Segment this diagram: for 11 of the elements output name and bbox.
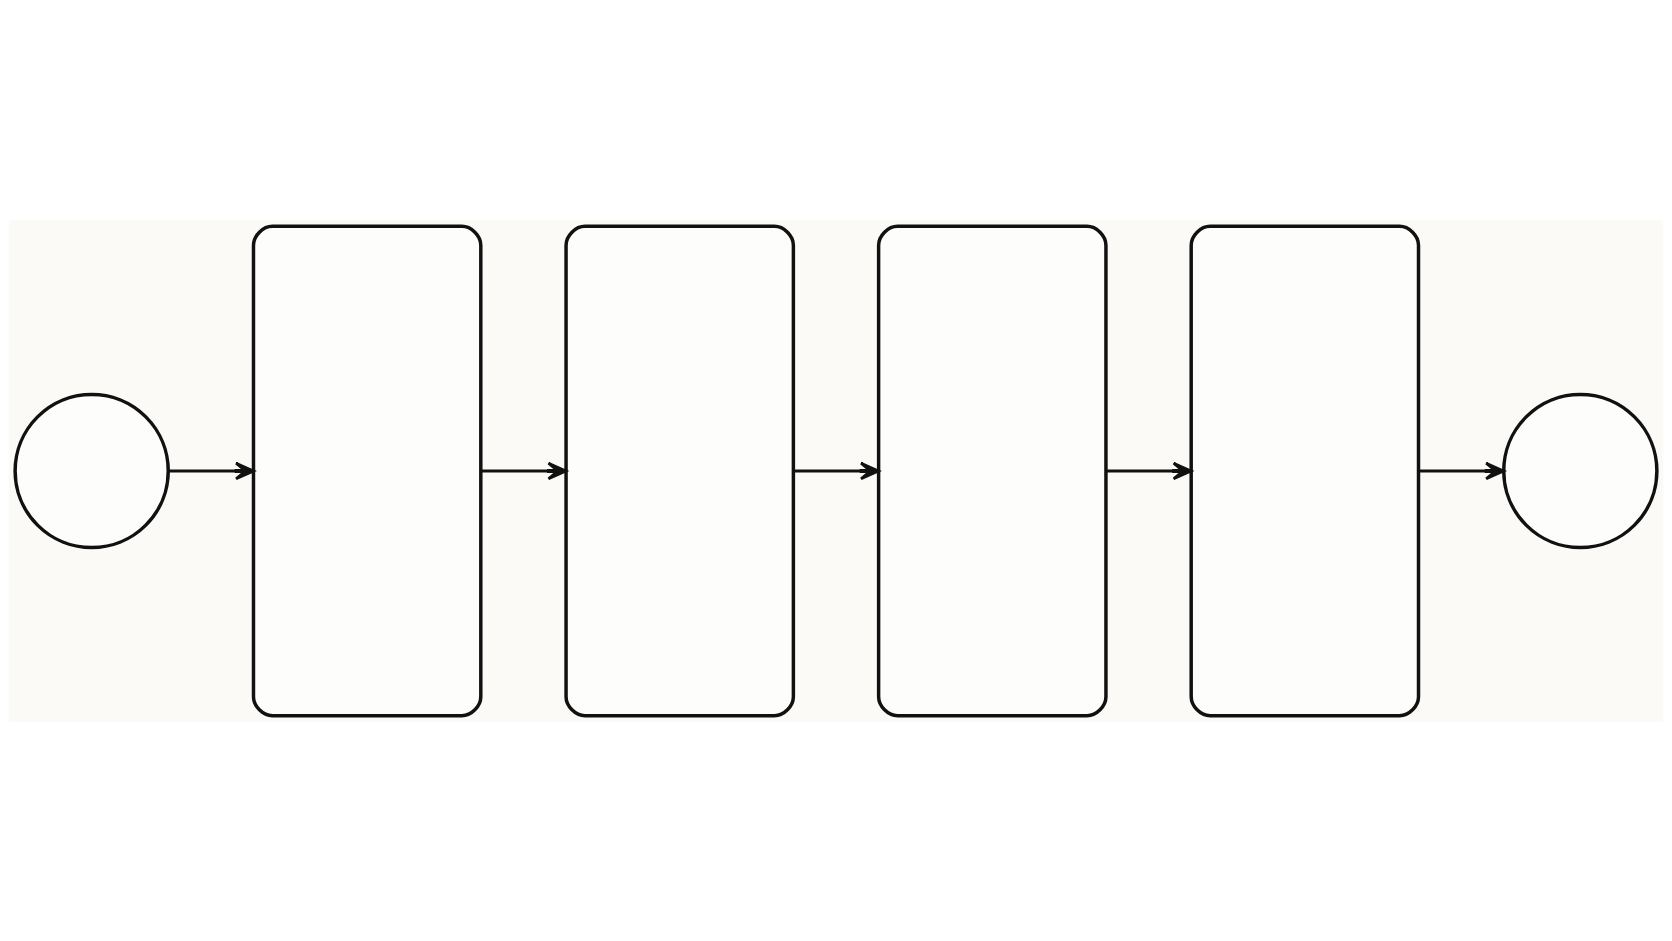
node-circle [13, 392, 170, 549]
node-phone [876, 224, 1108, 717]
arrow [793, 461, 880, 480]
arrow [168, 461, 255, 480]
node-phone [251, 224, 483, 717]
node-circle [1502, 392, 1659, 549]
node-phone [564, 224, 796, 717]
arrow [1106, 461, 1193, 480]
arrow [1418, 461, 1505, 480]
arrow [480, 461, 568, 480]
node-phone [1189, 224, 1421, 717]
